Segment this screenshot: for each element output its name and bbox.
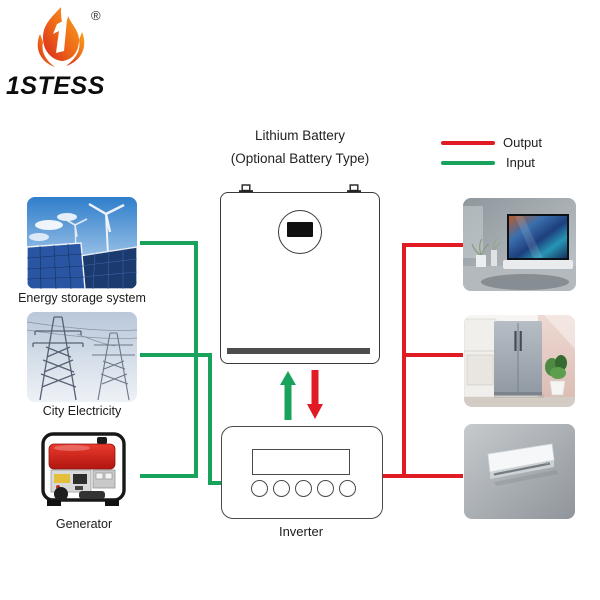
air-conditioner-icon bbox=[464, 424, 575, 519]
ac-vent bbox=[493, 462, 551, 476]
tower-right bbox=[92, 332, 135, 401]
portable-generator-icon bbox=[27, 424, 140, 514]
generator-image bbox=[27, 424, 140, 514]
solar-array-left bbox=[27, 242, 86, 289]
tv-cabinet bbox=[503, 260, 573, 269]
potted-plant bbox=[545, 355, 567, 396]
lithium-battery-unit bbox=[220, 192, 380, 364]
fridge bbox=[494, 321, 542, 396]
inverter-display-screen bbox=[252, 449, 350, 475]
television-icon bbox=[463, 198, 576, 291]
wire-output-vertical bbox=[402, 243, 406, 478]
wire-output-tv-branch bbox=[402, 243, 463, 247]
inverter-button-1 bbox=[251, 480, 268, 497]
muffler bbox=[79, 491, 105, 499]
battery-subtitle: (Optional Battery Type) bbox=[230, 151, 370, 166]
wire-inverter-output-horizontal bbox=[378, 474, 463, 478]
plants bbox=[471, 238, 502, 267]
tower-left bbox=[32, 316, 84, 401]
city-electricity-label: City Electricity bbox=[42, 404, 122, 418]
inverter-button-5 bbox=[339, 480, 356, 497]
fuel-tank bbox=[48, 443, 116, 470]
input-label: Input bbox=[506, 155, 535, 170]
tv-screen bbox=[509, 216, 567, 258]
inverter-button-row bbox=[251, 480, 356, 497]
battery-handle-right-icon bbox=[347, 184, 361, 193]
refrigerator-icon bbox=[464, 315, 575, 407]
input-line-swatch bbox=[441, 161, 495, 165]
wind-turbine-large bbox=[88, 202, 125, 256]
battery-display-screen bbox=[287, 222, 313, 237]
wire-generator-horizontal bbox=[140, 474, 198, 478]
energy-storage-image bbox=[27, 197, 137, 289]
refrigerator-image bbox=[464, 315, 575, 407]
output-line-swatch bbox=[441, 141, 495, 145]
wire-solar-vertical bbox=[194, 241, 198, 478]
solar-panels-wind-turbines-icon bbox=[27, 197, 137, 289]
flame-logo-icon bbox=[37, 7, 85, 67]
wire-output-fridge-branch bbox=[402, 353, 463, 357]
inverter-button-2 bbox=[273, 480, 290, 497]
fuel-cap bbox=[97, 437, 107, 444]
generator-frame bbox=[41, 432, 126, 502]
output-label: Output bbox=[503, 135, 543, 150]
television-image bbox=[463, 198, 576, 291]
floor bbox=[464, 397, 575, 407]
inverter-unit bbox=[221, 426, 383, 519]
energy-storage-label: Energy storage system bbox=[18, 291, 146, 305]
brand-name: 1STESS bbox=[6, 72, 105, 100]
green-input-arrow-up-icon bbox=[280, 371, 296, 420]
air-conditioner-image bbox=[464, 424, 575, 519]
wire-grid-vertical bbox=[208, 353, 212, 485]
battery-handle-left-icon bbox=[239, 184, 253, 193]
wire-grid-to-inverter bbox=[208, 481, 224, 485]
rug bbox=[481, 274, 569, 290]
inverter-label: Inverter bbox=[278, 524, 324, 539]
inverter-button-3 bbox=[295, 480, 312, 497]
registered-trademark: ® bbox=[91, 8, 101, 23]
battery-bottom-stripe bbox=[227, 348, 370, 354]
wire-solar-horizontal bbox=[140, 241, 198, 245]
battery-inverter-flow-arrows bbox=[280, 370, 323, 420]
red-output-arrow-down-icon bbox=[307, 370, 323, 419]
inverter-button-4 bbox=[317, 480, 334, 497]
transmission-towers-icon bbox=[27, 312, 137, 402]
engine bbox=[54, 487, 68, 501]
generator-label: Generator bbox=[55, 517, 113, 531]
shadow bbox=[494, 470, 558, 486]
wire-grid-horizontal bbox=[140, 353, 212, 357]
city-electricity-image bbox=[27, 312, 137, 402]
battery-display-bezel bbox=[278, 210, 322, 254]
battery-title: Lithium Battery bbox=[254, 128, 346, 143]
